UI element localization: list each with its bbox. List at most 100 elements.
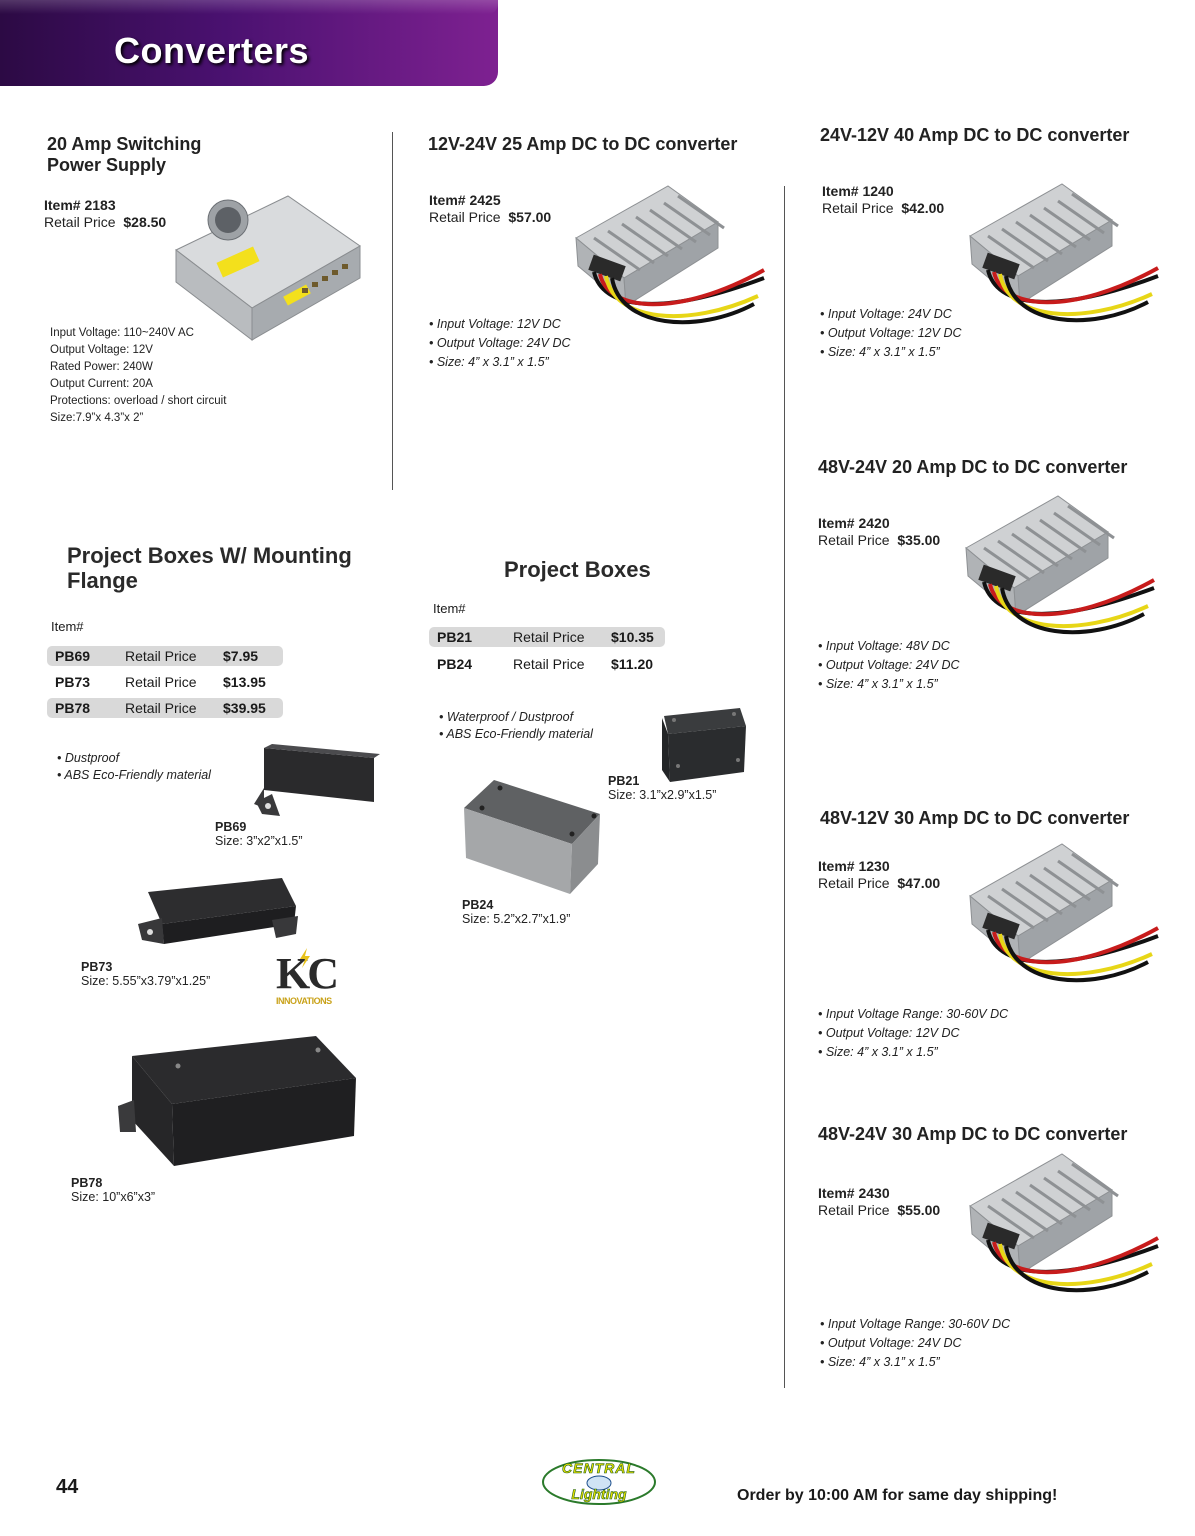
price-value: $28.50 — [123, 214, 167, 230]
spec-line: Rated Power: 240W — [50, 361, 153, 373]
pb78-caption: PB78 Size: 10”x6”x3” — [71, 1176, 155, 1204]
row-code: PB21 — [437, 629, 473, 645]
converter-2430-image — [969, 1153, 1159, 1293]
converter-1230-item: Item# 1230 — [818, 858, 890, 874]
row-price: $7.95 — [223, 648, 259, 664]
caption-size: Size: 3”x2”x1.5” — [215, 834, 303, 848]
price-label: Retail Price — [818, 875, 890, 891]
row-price: $10.35 — [611, 629, 654, 645]
converter-1240-price: Retail Price $42.00 — [822, 200, 944, 217]
converter-2425-item: Item# 2425 — [429, 192, 501, 208]
bullet-item: • Size: 4” x 3.1” x 1.5” — [820, 1355, 940, 1369]
project-price-table: PB21 Retail Price $10.35 PB24 Retail Pri… — [429, 627, 665, 674]
table-row: PB21 Retail Price $10.35 — [429, 627, 665, 647]
page-title: Converters — [114, 30, 310, 71]
bullet-item: • Input Voltage Range: 30-60V DC — [820, 1317, 1011, 1331]
switching-title: 20 Amp Switching Power Supply — [47, 134, 201, 176]
bullet-item: • Input Voltage: 12V DC — [429, 317, 561, 331]
converter-1240-title: 24V-12V 40 Amp DC to DC converter — [820, 125, 1130, 145]
switching-title-line2: Power Supply — [47, 155, 167, 175]
pb24-box-image — [464, 780, 600, 894]
price-value: $55.00 — [897, 1202, 941, 1218]
project-boxes-title: Project Boxes — [504, 557, 651, 582]
caption-code: PB69 — [215, 820, 247, 834]
converter-2425-title: 12V-24V 25 Amp DC to DC converter — [428, 134, 738, 154]
converter-1240-image — [969, 183, 1159, 323]
spec-line: Output Voltage: 12V — [50, 344, 153, 356]
row-code: PB69 — [55, 648, 91, 664]
shipping-note: Order by 10:00 AM for same day shipping! — [737, 1487, 1058, 1504]
row-code: PB24 — [437, 656, 473, 672]
table-row: PB78 Retail Price $39.95 — [47, 698, 283, 718]
central-lighting-logo-shape — [542, 1459, 656, 1505]
pb69-box-image — [254, 744, 380, 816]
switching-specs: Input Voltage: 110~240V AC Output Voltag… — [50, 325, 226, 427]
pb21-caption: PB21 Size: 3.1”x2.9”x1.5” — [608, 774, 716, 802]
converter-2430-price: Retail Price $55.00 — [818, 1202, 940, 1219]
header-banner-shine — [0, 0, 498, 14]
bullet-item: • Size: 4” x 3.1” x 1.5” — [818, 677, 938, 691]
bullet-item: • ABS Eco-Friendly material — [57, 768, 211, 782]
central-lighting-logo: CENTRAL Lighting — [540, 1456, 658, 1508]
pb78-box-image — [118, 1036, 356, 1166]
flange-bullets: • Dustproof • ABS Eco-Friendly material — [57, 750, 211, 784]
converter-2420-price: Retail Price $35.00 — [818, 532, 940, 549]
flange-item-header: Item# — [51, 619, 84, 634]
header-banner — [0, 0, 498, 86]
spec-line: Protections: overload / short circuit — [50, 395, 227, 407]
row-label: Retail Price — [125, 674, 197, 690]
converter-1240-bullets: • Input Voltage: 24V DC • Output Voltage… — [820, 305, 962, 362]
flange-title-line1: Project Boxes W/ Mounting — [67, 543, 352, 568]
logo-text-top: CENTRAL — [562, 1460, 636, 1477]
price-value: $57.00 — [508, 209, 552, 225]
bullet-item: • Size: 4” x 3.1” x 1.5” — [818, 1045, 938, 1059]
project-item-header: Item# — [433, 601, 466, 616]
row-price: $13.95 — [223, 674, 266, 690]
bullet-item: • ABS Eco-Friendly material — [439, 727, 593, 741]
lightning-bolt-icon — [300, 948, 310, 968]
column-divider-left — [392, 132, 393, 490]
caption-code: PB73 — [81, 960, 113, 974]
kc-innovations-logo: KC INNOVATIONS — [276, 948, 344, 1008]
converter-2430-bullets: • Input Voltage Range: 30-60V DC • Outpu… — [820, 1315, 1010, 1372]
caption-size: Size: 5.55”x3.79”x1.25” — [81, 974, 211, 988]
converter-1240-item: Item# 1240 — [822, 183, 894, 199]
pb21-box-image — [662, 708, 746, 782]
converter-2430-item: Item# 2430 — [818, 1185, 890, 1201]
price-value: $35.00 — [897, 532, 941, 548]
spec-line: Output Current: 20A — [50, 378, 153, 390]
converter-1230-price: Retail Price $47.00 — [818, 875, 940, 892]
converter-2420-title: 48V-24V 20 Amp DC to DC converter — [818, 457, 1128, 477]
bullet-item: • Size: 4” x 3.1” x 1.5” — [820, 345, 940, 359]
row-price: $11.20 — [611, 656, 654, 672]
switching-item-number: Item# 2183 — [44, 197, 116, 213]
flange-price-table: PB69 Retail Price $7.95 PB73 Retail Pric… — [47, 646, 283, 718]
logo-text-bottom: Lighting — [571, 1486, 627, 1503]
pb24-caption: PB24 Size: 5.2”x2.7”x1.9” — [462, 898, 570, 926]
converter-2420-item: Item# 2420 — [818, 515, 890, 531]
converter-2420-image — [965, 495, 1155, 635]
switching-price: Retail Price $28.50 — [44, 214, 166, 231]
switching-title-line1: 20 Amp Switching — [47, 134, 202, 154]
pb69-caption: PB69 Size: 3”x2”x1.5” — [215, 820, 303, 848]
row-label: Retail Price — [513, 656, 585, 672]
converter-2430-title: 48V-24V 30 Amp DC to DC converter — [818, 1124, 1128, 1144]
caption-code: PB78 — [71, 1176, 103, 1190]
price-value: $47.00 — [897, 875, 941, 891]
table-row: PB24 Retail Price $11.20 — [429, 654, 665, 674]
converter-1230-title: 48V-12V 30 Amp DC to DC converter — [820, 808, 1130, 828]
row-label: Retail Price — [125, 700, 197, 716]
bullet-item: • Output Voltage: 24V DC — [818, 658, 960, 672]
caption-size: Size: 3.1”x2.9”x1.5” — [608, 788, 717, 802]
price-label: Retail Price — [818, 1202, 890, 1218]
table-row: PB73 Retail Price $13.95 — [47, 672, 283, 692]
row-price: $39.95 — [223, 700, 266, 716]
converter-2425-bullets: • Input Voltage: 12V DC • Output Voltage… — [429, 315, 571, 372]
bullet-item: • Output Voltage: 12V DC — [820, 326, 962, 340]
bullet-item: • Waterproof / Dustproof — [439, 710, 574, 724]
converter-1230-bullets: • Input Voltage Range: 30-60V DC • Outpu… — [818, 1005, 1008, 1062]
pb73-caption: PB73 Size: 5.55”x3.79”x1.25” — [81, 960, 210, 988]
spec-line: Size:7.9”x 4.3”x 2” — [50, 412, 144, 424]
converter-2425-image — [575, 185, 765, 325]
column-divider-right — [784, 186, 785, 1388]
